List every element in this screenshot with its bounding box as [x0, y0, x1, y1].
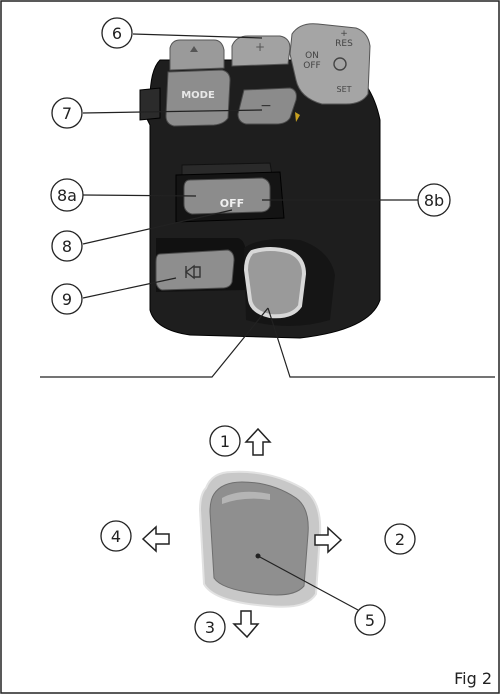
- callout-5: 5: [255, 553, 386, 636]
- arrow-left-icon: [141, 525, 170, 553]
- toggle-off-label: OFF: [220, 197, 244, 210]
- svg-text:8b: 8b: [424, 191, 444, 210]
- arrow-up-icon: [190, 46, 198, 52]
- horn-icon: [184, 264, 201, 280]
- set-label: SET: [336, 85, 351, 94]
- arrow-up-icon: [244, 427, 272, 456]
- detail-leader-right: [267, 307, 495, 378]
- upper-small-button[interactable]: [169, 39, 225, 71]
- minus-label: −: [260, 98, 272, 114]
- svg-text:7: 7: [62, 104, 72, 123]
- mode-label: MODE: [181, 90, 215, 101]
- plus-button[interactable]: +: [231, 35, 291, 67]
- callout-8: 8: [51, 209, 233, 262]
- svg-text:9: 9: [62, 290, 72, 309]
- minus-button[interactable]: −: [237, 87, 300, 125]
- callout-2: 2: [384, 523, 416, 555]
- svg-text:6: 6: [112, 24, 122, 43]
- svg-text:1: 1: [220, 432, 230, 451]
- detail-leader-left: [40, 307, 269, 378]
- callout-9: 9: [51, 277, 177, 315]
- arrow-down-icon: [232, 610, 260, 639]
- horn-button[interactable]: [155, 249, 235, 291]
- svg-text:4: 4: [111, 527, 121, 546]
- callout-7: 7: [51, 97, 263, 129]
- cruise-icon: [333, 57, 347, 71]
- on-label: ON: [305, 51, 319, 61]
- res-plus-label: +: [340, 29, 348, 39]
- joystick-small[interactable]: [243, 247, 307, 319]
- res-label: RES: [335, 39, 353, 49]
- callout-4: 4: [100, 520, 132, 552]
- toggle-switch[interactable]: OFF: [183, 177, 271, 215]
- plus-label: +: [255, 40, 265, 54]
- callout-6: 6: [101, 17, 263, 49]
- callout-1: 1: [209, 425, 241, 457]
- cruise-control-rocker[interactable]: + RES ON OFF SET: [289, 23, 371, 105]
- arrow-right-icon: [314, 526, 343, 554]
- mode-button[interactable]: MODE: [165, 69, 231, 127]
- svg-text:8: 8: [62, 237, 72, 256]
- svg-text:5: 5: [365, 611, 375, 630]
- callout-8b: 8b: [262, 183, 451, 217]
- cruise-off-label: OFF: [303, 61, 320, 71]
- callout-3: 3: [194, 611, 226, 643]
- svg-text:3: 3: [205, 618, 215, 637]
- joystick-enlarged: [198, 470, 322, 608]
- yellow-marker: [295, 112, 300, 122]
- callout-8a: 8a: [50, 178, 197, 212]
- svg-text:2: 2: [395, 530, 405, 549]
- figure-label: Fig 2: [454, 669, 492, 688]
- svg-text:8a: 8a: [57, 186, 77, 205]
